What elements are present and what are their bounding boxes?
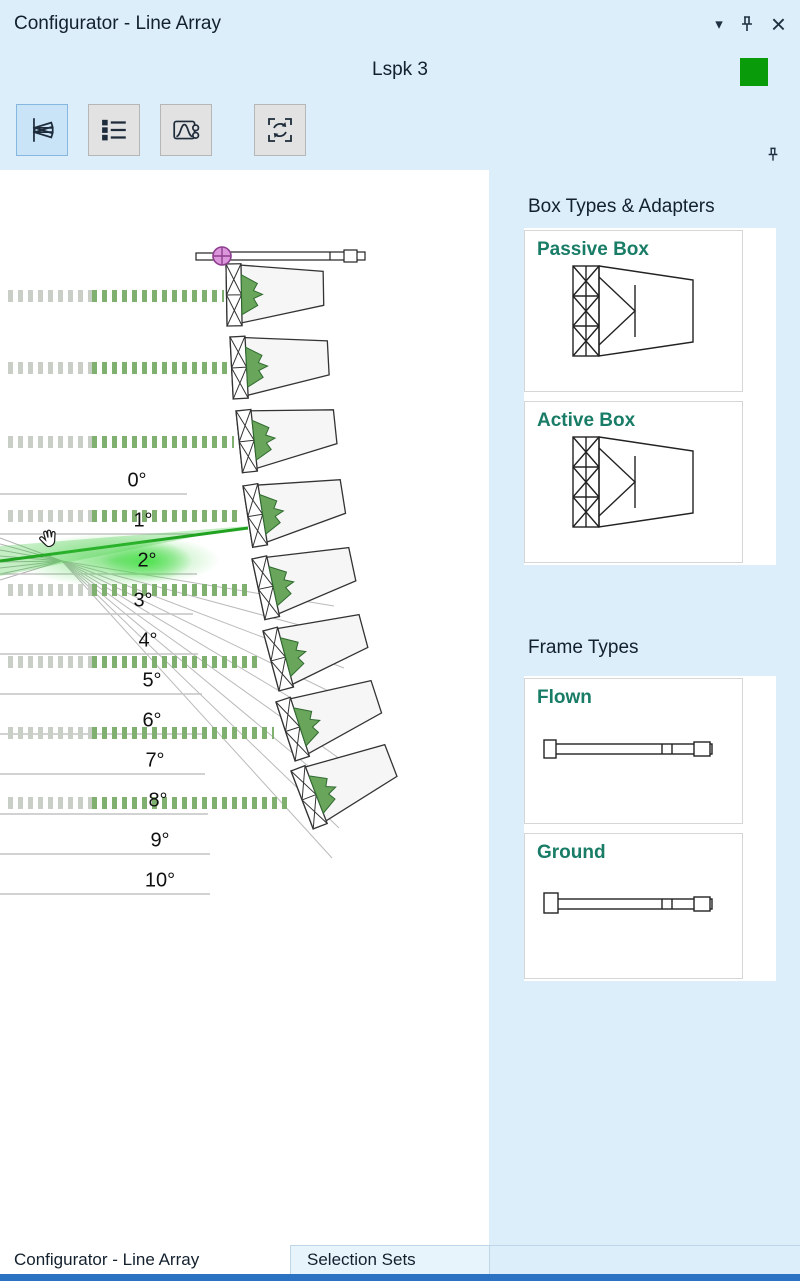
frame-card-flown[interactable]: Flown	[524, 678, 743, 824]
titlebar: Configurator - Line Array ▾ ×	[0, 0, 800, 48]
sync-link-icon	[268, 118, 292, 142]
titlebar-icons: ▾ ×	[715, 9, 786, 39]
toolbar	[16, 104, 326, 156]
splay-angle-0[interactable]: 0°	[127, 469, 147, 492]
splay-angle-2-selected[interactable]: 2°	[101, 540, 193, 582]
response-curve-button[interactable]	[160, 104, 212, 156]
subtitle-row: Lspk 3	[0, 48, 800, 98]
line-array-drawing	[0, 246, 405, 895]
splay-angle-1[interactable]: 1°	[133, 509, 153, 532]
pivot-point[interactable]	[212, 246, 232, 266]
splay-angle-10[interactable]: 10°	[144, 869, 176, 892]
ground-frame-drawing	[542, 892, 713, 914]
list-view-button[interactable]	[88, 104, 140, 156]
chevron-down-icon[interactable]: ▾	[715, 16, 723, 33]
splay-angle-9[interactable]: 9°	[150, 829, 170, 852]
sync-link-button[interactable]	[254, 104, 306, 156]
tab-selection-sets[interactable]: Selection Sets	[290, 1246, 490, 1274]
array-canvas[interactable]: 0° 1° 2° 3° 4° 5° 6° 7° 8° 9° 10°	[0, 170, 489, 1245]
hand-cursor-icon	[39, 529, 56, 548]
active-box-drawing	[571, 436, 694, 528]
speaker-stack[interactable]	[225, 261, 405, 830]
frame-types-heading: Frame Types	[528, 637, 639, 658]
splay-angle-4[interactable]: 4°	[138, 629, 158, 652]
selected-object-label: Lspk 3	[372, 59, 428, 80]
flown-frame-drawing	[542, 739, 713, 759]
box-card-passive[interactable]: Passive Box	[524, 230, 743, 392]
splay-angle-8[interactable]: 8°	[148, 789, 168, 812]
line-array-view-button[interactable]	[16, 104, 68, 156]
frame-card-flown-label: Flown	[537, 687, 592, 708]
line-array-icon	[32, 118, 54, 142]
splay-angle-5[interactable]: 5°	[142, 669, 162, 692]
window-edge-strip	[0, 1274, 800, 1281]
box-card-passive-label: Passive Box	[537, 239, 649, 260]
box-card-active-label: Active Box	[537, 410, 636, 431]
frame-card-ground-label: Ground	[537, 842, 606, 863]
close-icon[interactable]: ×	[770, 9, 786, 39]
frame-types-group: Flown Ground	[524, 676, 776, 981]
splay-angle-7[interactable]: 7°	[145, 749, 165, 772]
box-types-group: Passive Box Active Box	[524, 228, 776, 565]
box-card-active[interactable]: Active Box	[524, 401, 743, 563]
box-types-heading: Box Types & Adapters	[528, 196, 715, 217]
response-curve-icon	[173, 120, 200, 140]
tab-configurator-line-array[interactable]: Configurator - Line Array	[0, 1245, 290, 1274]
splay-angle-6[interactable]: 6°	[142, 709, 162, 732]
frame-card-ground[interactable]: Ground	[524, 833, 743, 979]
splay-angle-3[interactable]: 3°	[133, 589, 153, 612]
status-color-swatch[interactable]	[740, 58, 768, 86]
list-icon	[102, 119, 126, 141]
bottom-tabbar: Configurator - Line Array Selection Sets	[0, 1245, 800, 1274]
pin-icon[interactable]	[739, 15, 755, 33]
window-title: Configurator - Line Array	[14, 13, 221, 34]
panel-pin-icon[interactable]	[766, 146, 780, 168]
passive-box-drawing	[571, 265, 694, 357]
